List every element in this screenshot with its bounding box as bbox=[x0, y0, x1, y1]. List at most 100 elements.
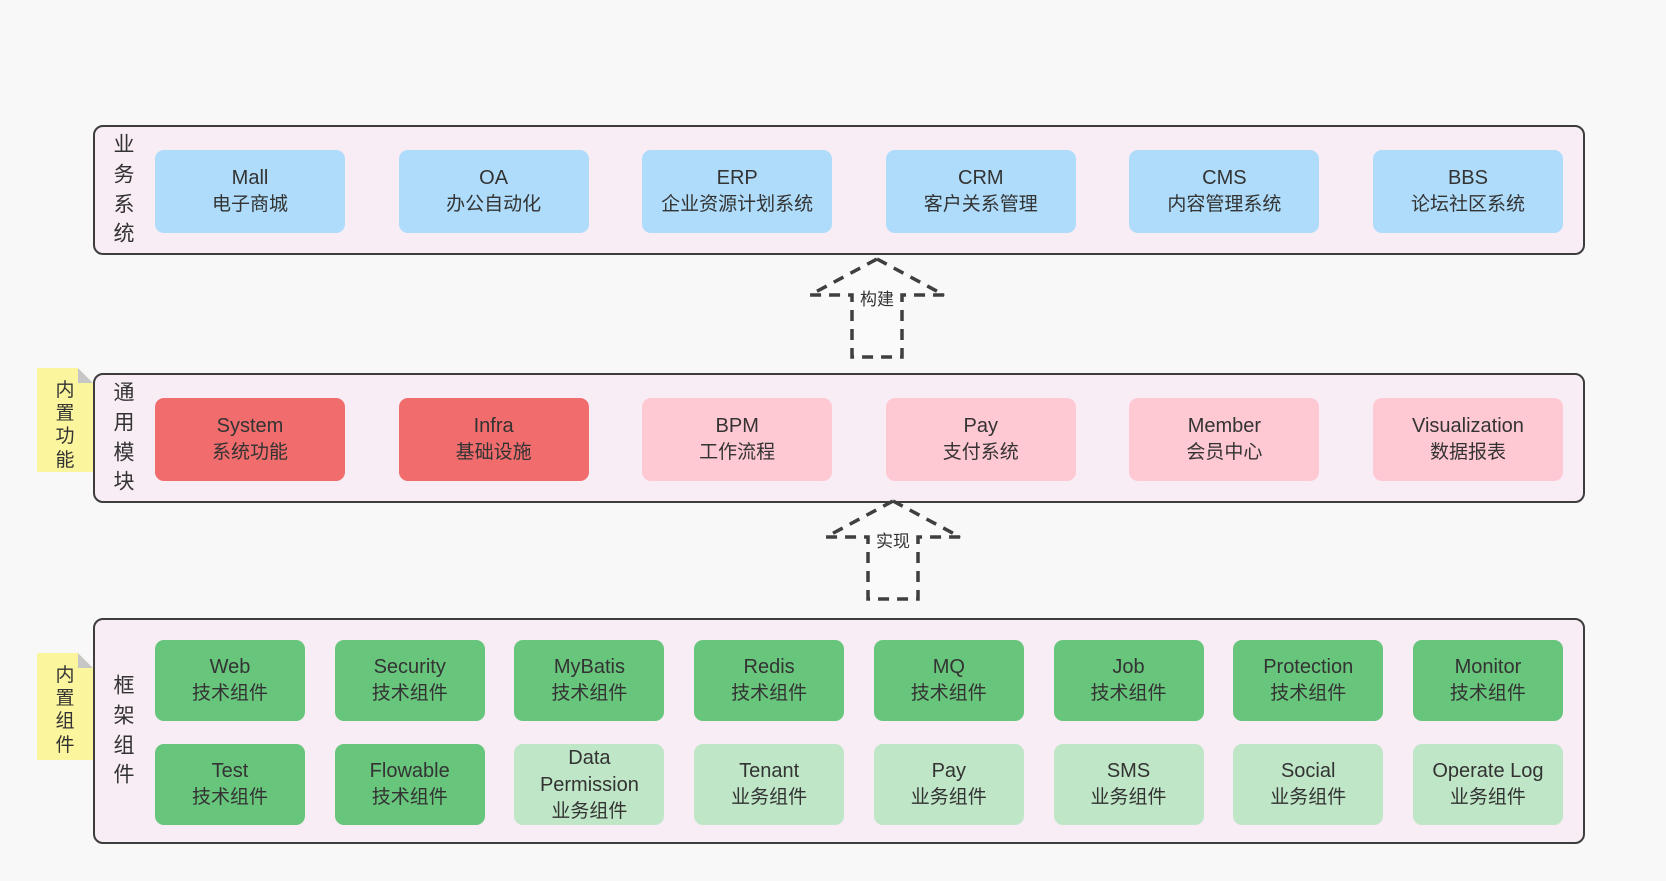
box-title: Redis bbox=[743, 656, 795, 679]
business-systems-row: Mall 电子商城 OA 办公自动化 ERP 企业资源计划系统 CRM 客户关系… bbox=[155, 150, 1563, 233]
box-subtitle: 业务组件 bbox=[1449, 787, 1526, 809]
crm-box: CRM 客户关系管理 bbox=[885, 150, 1076, 233]
box-subtitle: 基础设施 bbox=[455, 442, 532, 464]
implement-arrow-label: 实现 bbox=[872, 526, 914, 553]
box-subtitle: 业务组件 bbox=[910, 787, 987, 809]
system-box: System 系统功能 bbox=[155, 398, 345, 481]
box-title: Flowable bbox=[369, 760, 450, 783]
box-subtitle: 论坛社区系统 bbox=[1410, 194, 1525, 216]
cms-box: CMS 内容管理系统 bbox=[1129, 150, 1320, 233]
box-title: Job bbox=[1112, 656, 1145, 679]
box-subtitle: 技术组件 bbox=[371, 787, 448, 809]
build-arrow: 构建 bbox=[807, 256, 947, 360]
built-in-components-note: 内置组件 bbox=[37, 653, 93, 760]
box-subtitle: 电子商城 bbox=[211, 194, 288, 216]
monitor-box: Monitor 技术组件 bbox=[1412, 640, 1563, 721]
box-subtitle: 会员中心 bbox=[1186, 442, 1263, 464]
pay-module-box: Pay 支付系统 bbox=[885, 398, 1076, 481]
box-subtitle: 企业资源计划系统 bbox=[661, 194, 814, 216]
test-box: Test 技术组件 bbox=[155, 744, 305, 825]
box-subtitle: 技术组件 bbox=[191, 787, 268, 809]
box-subtitle: 业务组件 bbox=[731, 787, 808, 809]
box-subtitle: 技术组件 bbox=[1090, 683, 1167, 705]
framework-components-label: 框架组件 bbox=[113, 674, 135, 787]
business-systems-label: 业务系统 bbox=[113, 133, 135, 246]
box-title: CMS bbox=[1202, 167, 1247, 190]
box-title: BPM bbox=[715, 415, 759, 438]
box-title: Test bbox=[211, 760, 249, 783]
box-title: Social bbox=[1280, 760, 1336, 783]
box-title: MyBatis bbox=[553, 656, 625, 679]
box-title: OA bbox=[479, 167, 509, 190]
box-subtitle: 技术组件 bbox=[551, 683, 628, 705]
protection-box: Protection 技术组件 bbox=[1233, 640, 1384, 721]
box-title: System bbox=[216, 415, 284, 438]
folded-corner-icon bbox=[78, 368, 93, 383]
flowable-box: Flowable 技术组件 bbox=[334, 744, 485, 825]
build-arrow-label: 构建 bbox=[856, 284, 898, 311]
box-title: CRM bbox=[958, 167, 1004, 190]
social-box: Social 业务组件 bbox=[1233, 744, 1384, 825]
box-subtitle: 技术组件 bbox=[1270, 683, 1347, 705]
oa-box: OA 办公自动化 bbox=[398, 150, 589, 233]
box-subtitle: 客户关系管理 bbox=[923, 194, 1038, 216]
box-subtitle: 技术组件 bbox=[191, 683, 268, 705]
built-in-components-note-label: 内置组件 bbox=[55, 665, 75, 756]
built-in-features-note-label: 内置功能 bbox=[55, 380, 75, 471]
framework-components-layer: 框架组件 Web 技术组件 Security 技术组件 MyBatis 技术组件… bbox=[93, 618, 1585, 844]
box-subtitle: 业务组件 bbox=[1090, 787, 1167, 809]
operate-log-box: Operate Log 业务组件 bbox=[1412, 744, 1563, 825]
box-subtitle: 技术组件 bbox=[1449, 683, 1526, 705]
redis-box: Redis 技术组件 bbox=[694, 640, 845, 721]
box-title: Member bbox=[1187, 415, 1262, 438]
box-title: Web bbox=[209, 656, 251, 679]
box-subtitle: 内容管理系统 bbox=[1167, 194, 1282, 216]
box-subtitle: 技术组件 bbox=[371, 683, 448, 705]
implement-arrow: 实现 bbox=[823, 498, 963, 602]
mq-box: MQ 技术组件 bbox=[873, 640, 1024, 721]
box-title: MQ bbox=[932, 656, 965, 679]
job-box: Job 技术组件 bbox=[1053, 640, 1204, 721]
common-modules-row: System 系统功能 Infra 基础设施 BPM 工作流程 Pay 支付系统… bbox=[155, 398, 1563, 481]
visualization-box: Visualization 数据报表 bbox=[1372, 398, 1563, 481]
box-title: ERP bbox=[716, 167, 758, 190]
box-subtitle: 办公自动化 bbox=[446, 194, 542, 216]
box-title: Protection bbox=[1263, 656, 1354, 679]
business-systems-layer: 业务系统 Mall 电子商城 OA 办公自动化 ERP 企业资源计划系统 CRM… bbox=[93, 125, 1585, 255]
box-title: Operate Log bbox=[1432, 760, 1544, 783]
box-title: Monitor bbox=[1454, 656, 1522, 679]
mybatis-box: MyBatis 技术组件 bbox=[514, 640, 665, 721]
box-subtitle: 系统功能 bbox=[211, 442, 288, 464]
box-subtitle: 数据报表 bbox=[1429, 442, 1506, 464]
box-title: Infra bbox=[473, 415, 514, 438]
box-subtitle: 技术组件 bbox=[731, 683, 808, 705]
framework-components-row-1: Web 技术组件 Security 技术组件 MyBatis 技术组件 Redi… bbox=[155, 640, 1563, 721]
bbs-box: BBS 论坛社区系统 bbox=[1372, 150, 1563, 233]
infra-box: Infra 基础设施 bbox=[398, 398, 589, 481]
pay-component-box: Pay 业务组件 bbox=[873, 744, 1024, 825]
box-subtitle: 技术组件 bbox=[910, 683, 987, 705]
sms-box: SMS 业务组件 bbox=[1053, 744, 1204, 825]
mall-box: Mall 电子商城 bbox=[155, 150, 345, 233]
security-box: Security 技术组件 bbox=[334, 640, 485, 721]
framework-components-row-2: Test 技术组件 Flowable 技术组件 Data Permission … bbox=[155, 744, 1563, 825]
folded-corner-icon bbox=[78, 653, 93, 668]
tenant-box: Tenant 业务组件 bbox=[694, 744, 845, 825]
box-title: Tenant bbox=[739, 760, 800, 783]
box-title: Pay bbox=[963, 415, 999, 438]
bpm-box: BPM 工作流程 bbox=[642, 398, 833, 481]
box-title: Pay bbox=[931, 760, 967, 783]
member-box: Member 会员中心 bbox=[1129, 398, 1320, 481]
box-subtitle: 工作流程 bbox=[699, 442, 776, 464]
box-title: Mall bbox=[231, 167, 269, 190]
box-title: SMS bbox=[1106, 760, 1151, 783]
box-title: Security bbox=[373, 656, 446, 679]
box-subtitle: 业务组件 bbox=[1270, 787, 1347, 809]
box-subtitle: 业务组件 bbox=[551, 800, 628, 822]
built-in-features-note: 内置功能 bbox=[37, 368, 93, 472]
data-permission-box: Data Permission 业务组件 bbox=[514, 744, 665, 825]
box-subtitle: 支付系统 bbox=[942, 442, 1019, 464]
box-title: Data Permission bbox=[539, 746, 639, 796]
common-modules-label: 通用模块 bbox=[113, 381, 135, 494]
common-modules-layer: 通用模块 System 系统功能 Infra 基础设施 BPM 工作流程 Pay… bbox=[93, 373, 1585, 503]
